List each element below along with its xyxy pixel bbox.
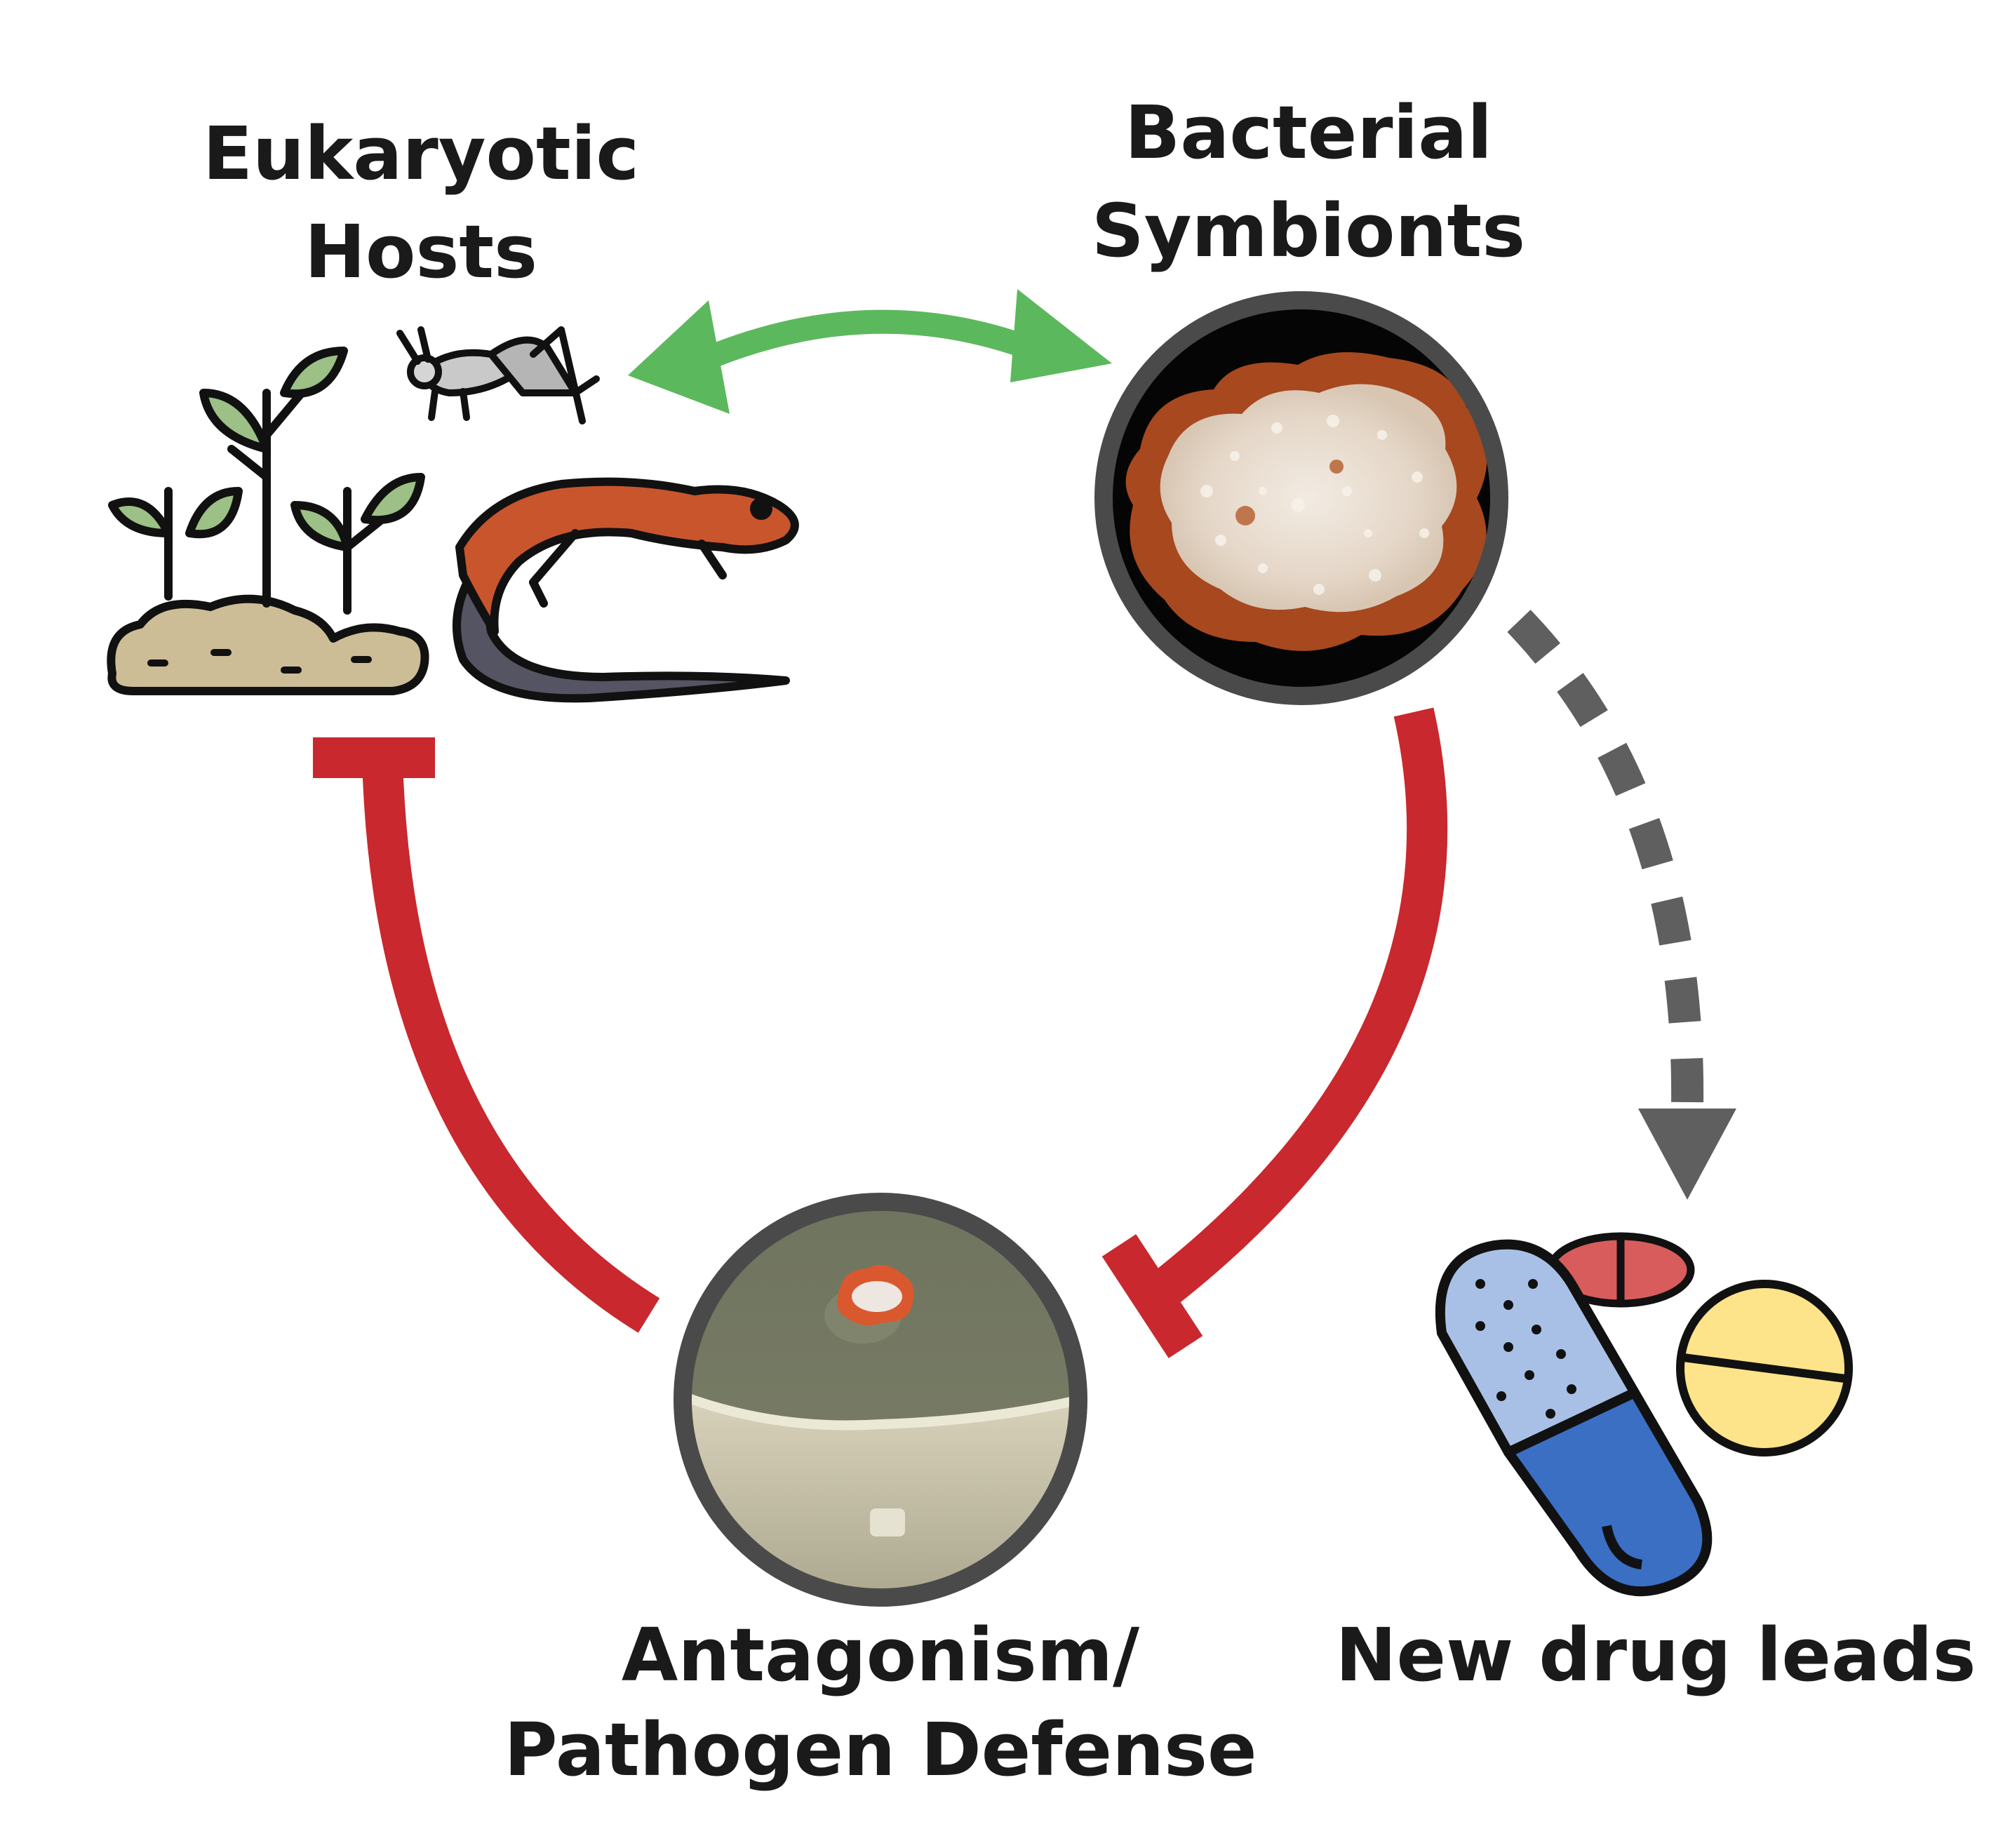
- mutualism-arrowhead-left: [628, 300, 730, 414]
- cricket-icon: [396, 326, 600, 424]
- inhibition-hosts: [313, 737, 660, 1333]
- drugs-label-line1: New drug leads: [1336, 1612, 1976, 1698]
- inhibition-antagonism-arc: [1145, 707, 1448, 1311]
- antagonism-plate-image: [674, 1193, 1087, 1607]
- inhibition-hosts-arc: [362, 757, 660, 1333]
- discovery-arrowhead: [1638, 1109, 1736, 1200]
- hosts-label-line2: Hosts: [304, 209, 537, 295]
- symbiont-colony-image: [1094, 291, 1508, 705]
- capsule-icon: [1435, 1239, 1713, 1597]
- symbionts-label-line2: Symbionts: [1092, 188, 1525, 274]
- salamander-icon: [453, 477, 799, 703]
- mutualism-arrow: [628, 289, 1112, 414]
- colony-white-center: [1160, 384, 1457, 612]
- hosts-label-line1: Eukaryotic: [203, 111, 639, 196]
- round-tablet-icon: [1676, 1280, 1853, 1457]
- inhibition-antagonism: [1101, 707, 1448, 1358]
- antagonism-label-line2: Pathogen Defense: [504, 1707, 1257, 1793]
- drugs-label: New drug leads: [1336, 1612, 1976, 1698]
- symbionts-label: Bacterial Symbionts: [1092, 90, 1525, 274]
- inhibition-antagonism-bar: [1101, 1234, 1203, 1358]
- antagonism-label: Antagonism/ Pathogen Defense: [504, 1612, 1257, 1793]
- mutualism-arrowhead-right: [1010, 289, 1112, 382]
- hosts-label: Eukaryotic Hosts: [203, 111, 639, 295]
- split-tablet-icon: [1546, 1232, 1695, 1308]
- symbionts-label-line1: Bacterial: [1125, 90, 1492, 175]
- discovery-arrow: [1507, 610, 1736, 1200]
- mutualism-arrow-shaft: [697, 309, 1057, 370]
- discovery-arrow-dashes: [1507, 610, 1704, 1106]
- antagonism-label-line1: Antagonism/: [622, 1612, 1139, 1698]
- plant-seedlings-icon: [107, 347, 429, 695]
